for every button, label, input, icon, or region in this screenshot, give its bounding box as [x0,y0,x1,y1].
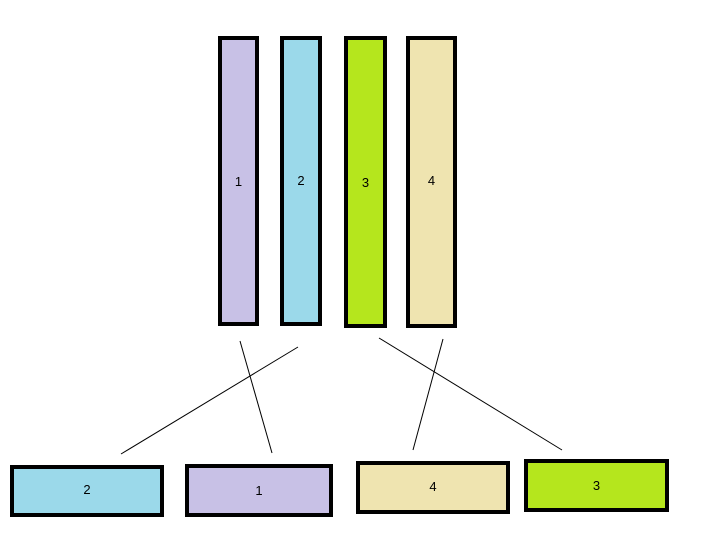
top-bar-1: 1 [218,36,259,326]
bottom-bar-3-label: 3 [592,478,601,493]
connector-4-down-left [412,338,444,451]
bottom-bar-1: 1 [185,464,333,517]
top-bar-3: 3 [344,36,387,328]
top-bar-4: 4 [406,36,457,328]
top-bar-1-label: 1 [234,173,243,189]
top-bar-4-label: 4 [427,172,436,188]
bottom-bar-1-label: 1 [255,483,263,498]
bottom-bar-4-label: 4 [429,478,437,494]
top-bar-2-label: 2 [297,172,305,188]
top-bar-3-label: 3 [361,174,370,190]
bottom-bar-4: 4 [356,461,510,514]
connector-2-down-left [120,346,299,455]
top-bar-2: 2 [280,36,322,326]
bottom-bar-2-label: 2 [83,481,91,497]
bottom-bar-2: 2 [10,465,164,517]
connector-1-down-right [239,340,273,454]
bottom-bar-3: 3 [524,459,669,512]
connector-3-down-right [378,337,563,451]
